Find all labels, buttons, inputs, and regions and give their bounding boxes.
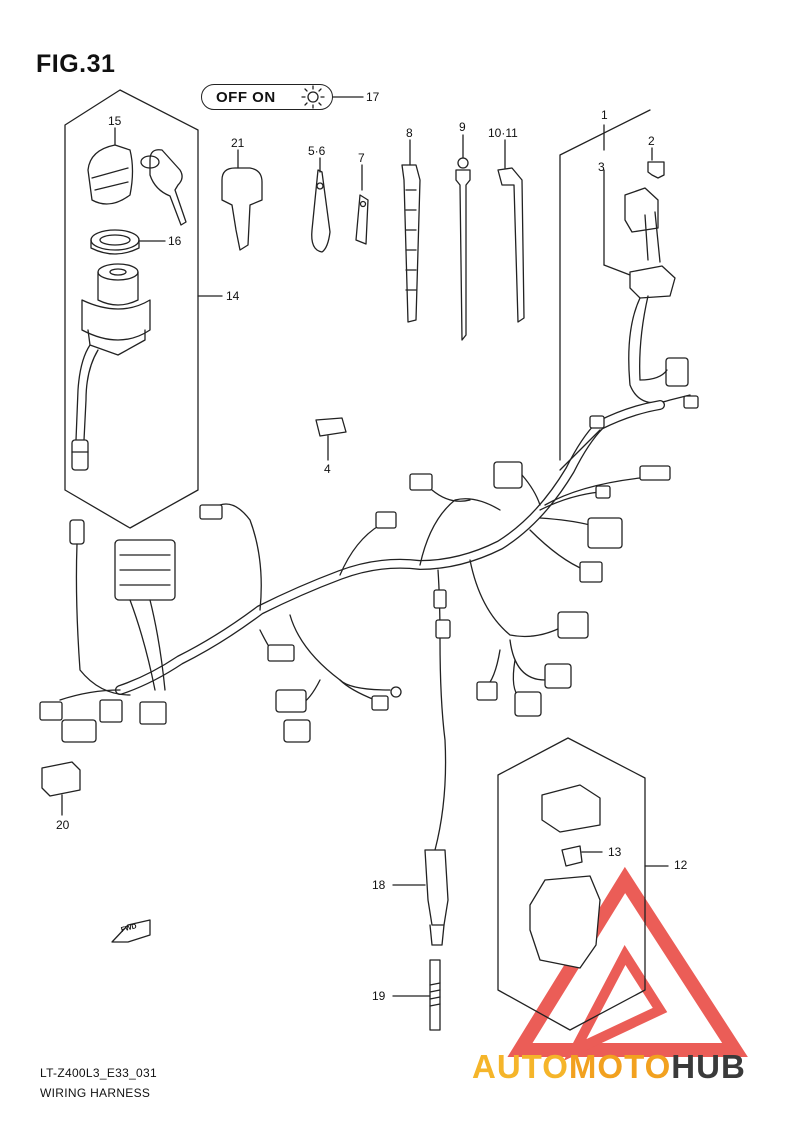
fwd-arrow-icon xyxy=(111,919,151,943)
callout-10-11: 10·11 xyxy=(488,126,518,140)
fuse-2 xyxy=(647,161,665,179)
fuse-13 xyxy=(561,845,583,867)
switch-label-pill xyxy=(201,84,333,110)
gasket-19 xyxy=(429,959,441,1031)
callout-16: 16 xyxy=(168,234,182,248)
callout-1: 1 xyxy=(601,108,608,122)
callout-21: 21 xyxy=(231,136,245,150)
ignition-cap xyxy=(87,144,134,205)
callout-2: 2 xyxy=(648,134,655,148)
connector-20 xyxy=(41,761,81,797)
switch-label: OFF ON xyxy=(216,89,276,106)
watermark-text: AUTOMOTOHUB xyxy=(472,1048,746,1086)
watermark-part-c: HUB xyxy=(671,1048,746,1085)
callout-19: 19 xyxy=(372,989,386,1003)
callout-18: 18 xyxy=(372,878,386,892)
cap-4 xyxy=(315,417,347,437)
spare-key xyxy=(221,167,263,251)
clamp-7 xyxy=(355,194,369,245)
ignition-group-frame xyxy=(64,89,199,529)
cable-tie-10-11 xyxy=(497,167,525,323)
callout-3: 3 xyxy=(598,160,605,174)
relay-block xyxy=(529,875,601,969)
o2-sensor xyxy=(424,849,449,926)
callout-13: 13 xyxy=(608,845,622,859)
fuse-holder-3 xyxy=(629,265,676,299)
watermark-part-b: MOTO xyxy=(568,1048,672,1085)
clamp-5-6 xyxy=(311,169,331,253)
cable-clip-9 xyxy=(455,169,471,341)
relay-group-frame xyxy=(497,737,646,1031)
watermark-part-a: AUTO xyxy=(472,1048,569,1085)
callout-12: 12 xyxy=(674,858,688,872)
callout-9: 9 xyxy=(459,120,466,134)
callout-15: 15 xyxy=(108,114,122,128)
callout-14: 14 xyxy=(226,289,240,303)
ignition-key xyxy=(149,149,187,226)
callout-7: 7 xyxy=(358,151,365,165)
relay-cover xyxy=(541,784,601,833)
callout-8: 8 xyxy=(406,126,413,140)
cable-tie-8 xyxy=(401,164,421,323)
figure-title: FIG.31 xyxy=(36,50,116,78)
callout-20: 20 xyxy=(56,818,70,832)
callout-5-6: 5·6 xyxy=(308,144,326,158)
fuse-group-frame xyxy=(559,109,651,461)
fuse-cover xyxy=(624,187,659,233)
callout-17: 17 xyxy=(366,90,380,104)
model-code: LT-Z400L3_E33_031 xyxy=(40,1066,157,1080)
figure-caption: WIRING HARNESS xyxy=(40,1086,151,1100)
callout-4: 4 xyxy=(324,462,331,476)
ring-nut xyxy=(90,229,140,251)
